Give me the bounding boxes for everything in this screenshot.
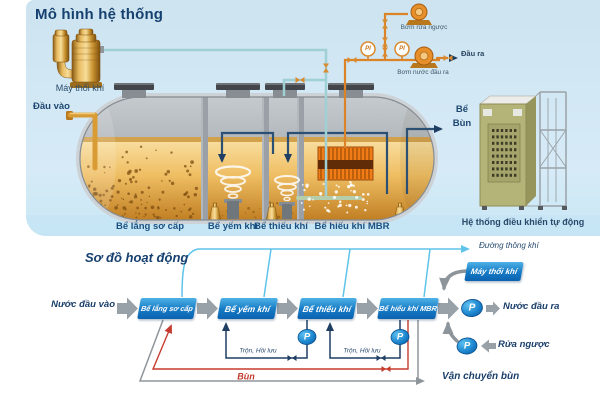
- compartment-label-2: Bể yếm khí: [207, 221, 259, 232]
- mixer-swirl-1: [214, 165, 252, 199]
- pump-letter-2: P: [303, 331, 311, 343]
- vent-label: Đường thông khí: [479, 241, 539, 250]
- mixer-post-2: [279, 202, 295, 219]
- vent-lines: [181, 245, 470, 298]
- curved-connector-arrows: [439, 269, 468, 343]
- mixer-post-1: [224, 199, 242, 219]
- sludge-transport-line: [138, 319, 425, 385]
- pump-letter-1: P: [468, 302, 476, 314]
- gauge-label-2: PI: [399, 46, 405, 52]
- flow-stage-box-2: Bể yếm khí: [217, 298, 278, 319]
- aeration-bar: [296, 196, 362, 200]
- gauge-label-1: PI: [365, 46, 371, 52]
- inlet-label: Đầu vào: [33, 101, 70, 112]
- flow-stage-box-1: Bể lắng sơ cấp: [137, 298, 197, 319]
- input-label: Nước đầu vào: [51, 299, 115, 310]
- flow-stage-box-3: Bể thiếu khí: [297, 298, 357, 319]
- sediment-particles: [87, 145, 293, 220]
- outlet-pump-label: Bơm nước đầu ra: [397, 69, 449, 76]
- flow-title: Sơ đồ hoạt động: [85, 250, 189, 265]
- control-cabinet: [478, 91, 567, 210]
- backwash-pump-label: Bơm rửa ngược: [400, 24, 448, 31]
- compartment-label-1: Bể lắng sơ cấp: [116, 221, 184, 232]
- inlet-pipe: [66, 111, 98, 171]
- flow-block-arrows: [117, 297, 500, 353]
- air-bubbles: [300, 181, 370, 214]
- air-blower-icon: [52, 28, 104, 88]
- flow-pump-circles: [297, 299, 483, 355]
- outlet-pump-icon: [410, 46, 438, 68]
- sludge-tank-label-1: Bể: [455, 104, 469, 115]
- flow-stage-box-4: Bể hiếu khí MBR: [377, 298, 439, 319]
- sludge-tank-label-2: Bùn: [452, 118, 472, 129]
- outlet-label: Đầu ra: [461, 49, 485, 58]
- sludge-label: Bùn: [237, 371, 255, 382]
- sludge-transport-label: Vận chuyển bùn: [442, 371, 520, 382]
- compartment-label-4: Bể hiếu khí MBR: [314, 221, 390, 232]
- model-title: Mô hình hệ thống: [35, 6, 164, 23]
- pressure-gauge-2: [394, 41, 410, 60]
- backwash-label: Rửa ngược: [498, 339, 550, 350]
- output-label: Nước đầu ra: [503, 301, 560, 312]
- pump-letter-3: P: [396, 331, 404, 343]
- internal-pipes: [218, 125, 443, 194]
- air-pipe: [100, 48, 328, 196]
- pressure-gauge-1: [360, 41, 376, 60]
- mixer-swirl-2: [274, 175, 300, 202]
- backwash-pump-icon: [406, 3, 432, 25]
- recirc-label-2: Trộn, Hồi lưu: [343, 347, 381, 355]
- recirc-label-1: Trộn, Hồi lưu: [239, 347, 277, 355]
- blower-label: Máy thổi khí: [55, 83, 105, 93]
- compartment-label-3: Bể thiếu khí: [254, 221, 308, 232]
- flow-blower-box: Máy thổi khí: [464, 262, 524, 281]
- control-system-label: Hệ thống điều khiển tự động: [461, 217, 585, 227]
- vent-grid: [492, 129, 517, 177]
- pump-letter-4: P: [463, 340, 471, 352]
- sludge-return-line: [151, 320, 409, 370]
- treatment-tank: [76, 93, 438, 224]
